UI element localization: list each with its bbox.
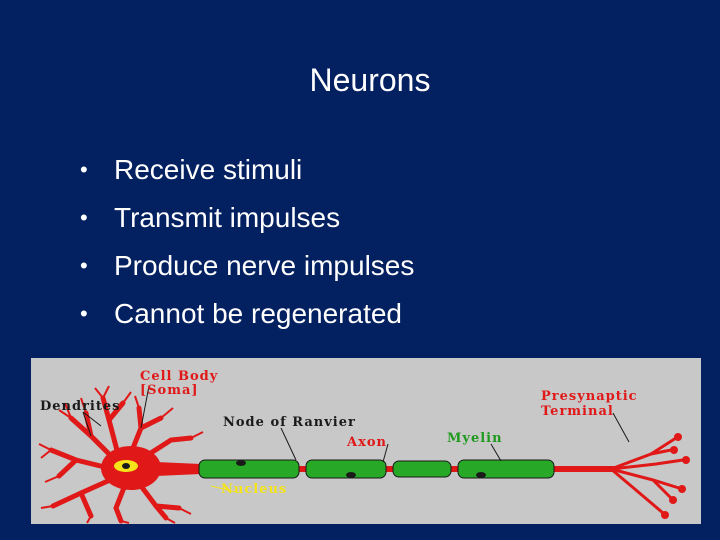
- myelin-shape: [198, 459, 555, 479]
- bullet-item: • Produce nerve impulses: [80, 242, 414, 290]
- cell-body-label: Cell Body: [140, 369, 219, 384]
- neuron-diagram: Cell Body [Soma] Dendrites Node of Ranvi…: [31, 358, 701, 524]
- node-of-ranvier-label: Node of Ranvier: [223, 415, 356, 430]
- bullet-icon: •: [80, 157, 88, 182]
- terminal-shape: [609, 436, 685, 515]
- presynaptic-label: Presynaptic: [541, 389, 638, 404]
- bullet-text: Cannot be regenerated: [114, 298, 402, 329]
- bullet-text: Receive stimuli: [114, 154, 303, 185]
- bullet-text: Transmit impulses: [114, 202, 341, 233]
- soma-label: [Soma]: [140, 383, 199, 398]
- axon-label: Axon: [347, 435, 387, 450]
- bullet-icon: •: [80, 253, 88, 278]
- dendrites-label: Dendrites: [40, 399, 121, 414]
- slide-title: Neurons: [309, 62, 431, 98]
- neuron-illustration: [38, 385, 690, 524]
- bullet-list: • Receive stimuli • Transmit impulses • …: [80, 146, 414, 338]
- bullet-item: • Cannot be regenerated: [80, 290, 414, 338]
- nucleus-label: Nucleus: [221, 482, 288, 497]
- bullet-text: Produce nerve impulses: [114, 250, 415, 281]
- bullet-icon: •: [80, 205, 88, 230]
- bullet-item: • Transmit impulses: [80, 194, 414, 242]
- terminal-label: Terminal: [541, 404, 614, 419]
- bullet-icon: •: [80, 301, 88, 326]
- bullet-item: • Receive stimuli: [80, 146, 414, 194]
- myelin-label: Myelin: [447, 431, 503, 446]
